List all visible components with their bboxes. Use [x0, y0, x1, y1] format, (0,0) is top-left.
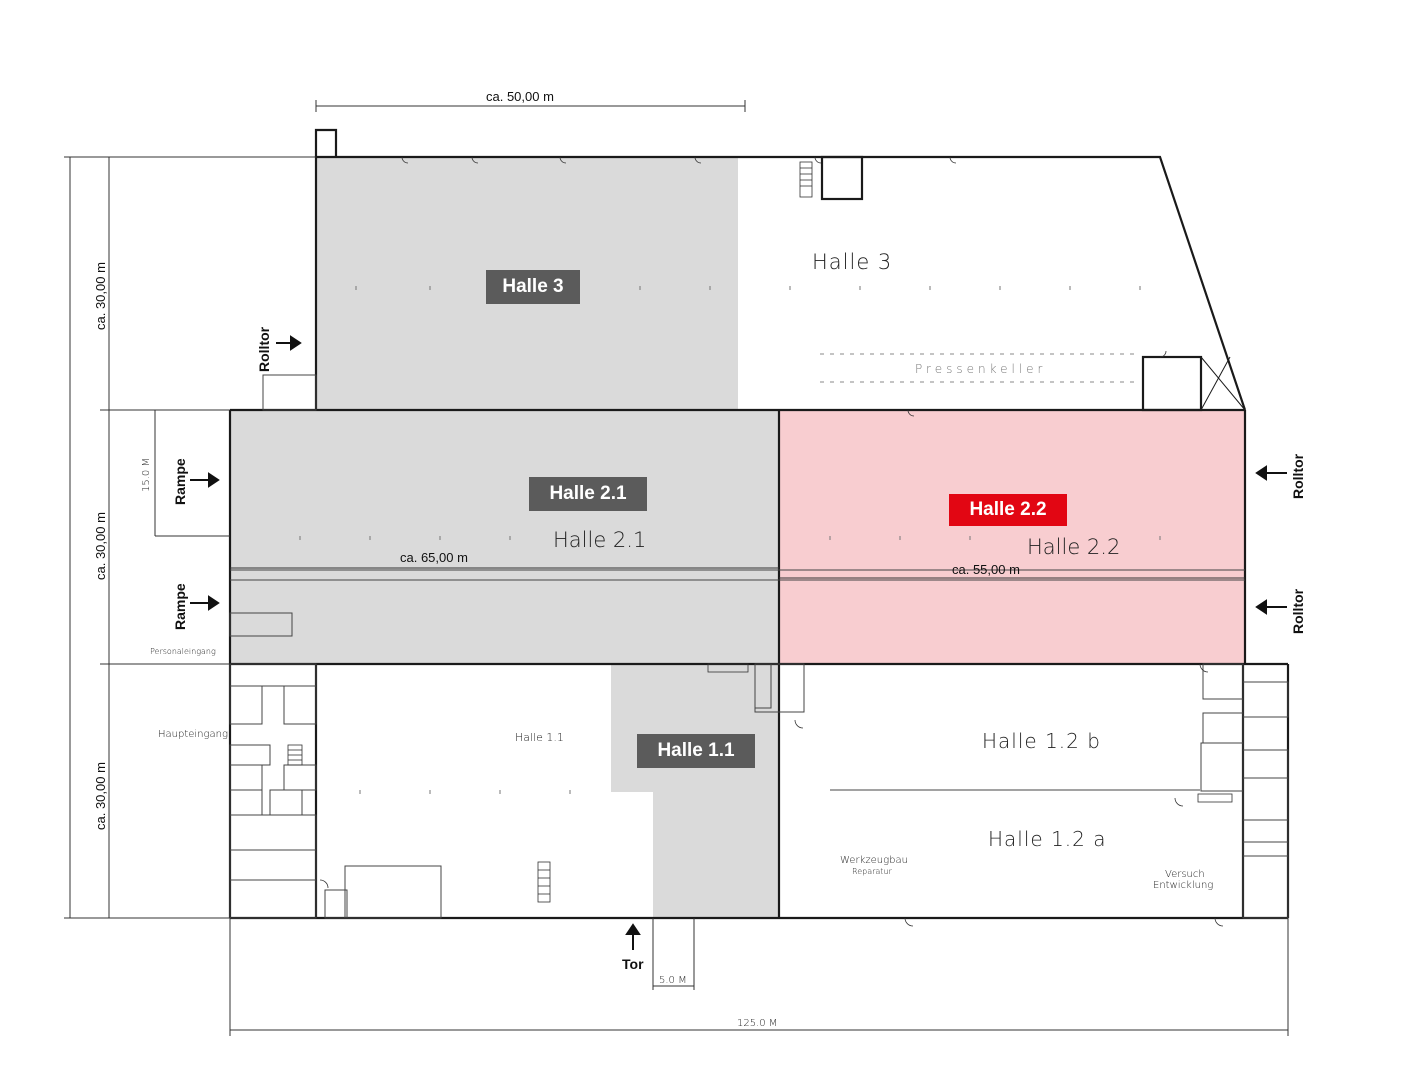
rolltor-right-top-label: Rolltor — [1290, 453, 1306, 499]
cad-label-personaleingang: Personaleingang — [150, 647, 216, 656]
cad-label-halle11: Halle 1.1 — [515, 731, 564, 744]
cad-label-halle12a: Halle 1.2 a — [988, 827, 1107, 851]
halle3-highlight-label: Halle 3 — [486, 270, 580, 304]
access-arrows — [190, 335, 1287, 950]
dim-left-halle2: ca. 30,00 m — [93, 512, 108, 580]
rolltor-left-label: Rolltor — [256, 326, 272, 372]
rolltor-right-bottom-label: Rolltor — [1290, 588, 1306, 634]
halle11-highlight-label: Halle 1.1 — [637, 734, 755, 768]
cad-label-reparatur: Reparatur — [852, 867, 892, 876]
dim-halle22-width: ca. 55,00 m — [952, 562, 1020, 577]
halle21-grey-area — [230, 410, 779, 664]
dim-top-width: ca. 50,00 m — [486, 89, 554, 104]
cad-label-versuch: Versuch — [1165, 869, 1205, 880]
cad-label-werkzeugbau: Werkzeugbau — [840, 855, 908, 866]
stairs — [287, 161, 1233, 903]
door-arcs — [319, 156, 1224, 927]
dimension-lines — [64, 100, 1289, 1036]
cad-label-halle12b: Halle 1.2 b — [982, 729, 1101, 753]
dim-left-halle1: ca. 30,00 m — [93, 762, 108, 830]
dim-halle21-width: ca. 65,00 m — [400, 550, 468, 565]
rampe-bottom-label: Rampe — [172, 583, 188, 630]
cad-label-halle3: Halle 3 — [812, 250, 893, 274]
tor-label: Tor — [622, 956, 644, 972]
rampe-top-label: Rampe — [172, 458, 188, 505]
halle21-highlight-label: Halle 2.1 — [529, 477, 647, 511]
dim-ramp: 15.0 M — [141, 457, 152, 492]
cad-label-entwicklung: Entwicklung — [1153, 880, 1214, 891]
dim-total-width: 125.0 M — [737, 1018, 778, 1029]
halle11-grey-area — [611, 664, 779, 918]
cad-label-halle22: Halle 2.2 — [1027, 535, 1121, 559]
cad-label-haupteingang: Haupteingang — [158, 729, 228, 740]
cad-label-halle21: Halle 2.1 — [553, 528, 647, 552]
inner-lines — [229, 374, 1289, 919]
pressenkeller-outline — [820, 353, 1140, 383]
halle22-pink-area — [779, 410, 1245, 664]
dim-gate: 5.0 M — [659, 975, 687, 986]
cad-label-pressenkeller: Pressenkeller — [915, 362, 1047, 376]
halle22-highlight-label: Halle 2.2 — [949, 494, 1067, 526]
dim-left-halle3: ca. 30,00 m — [93, 262, 108, 330]
